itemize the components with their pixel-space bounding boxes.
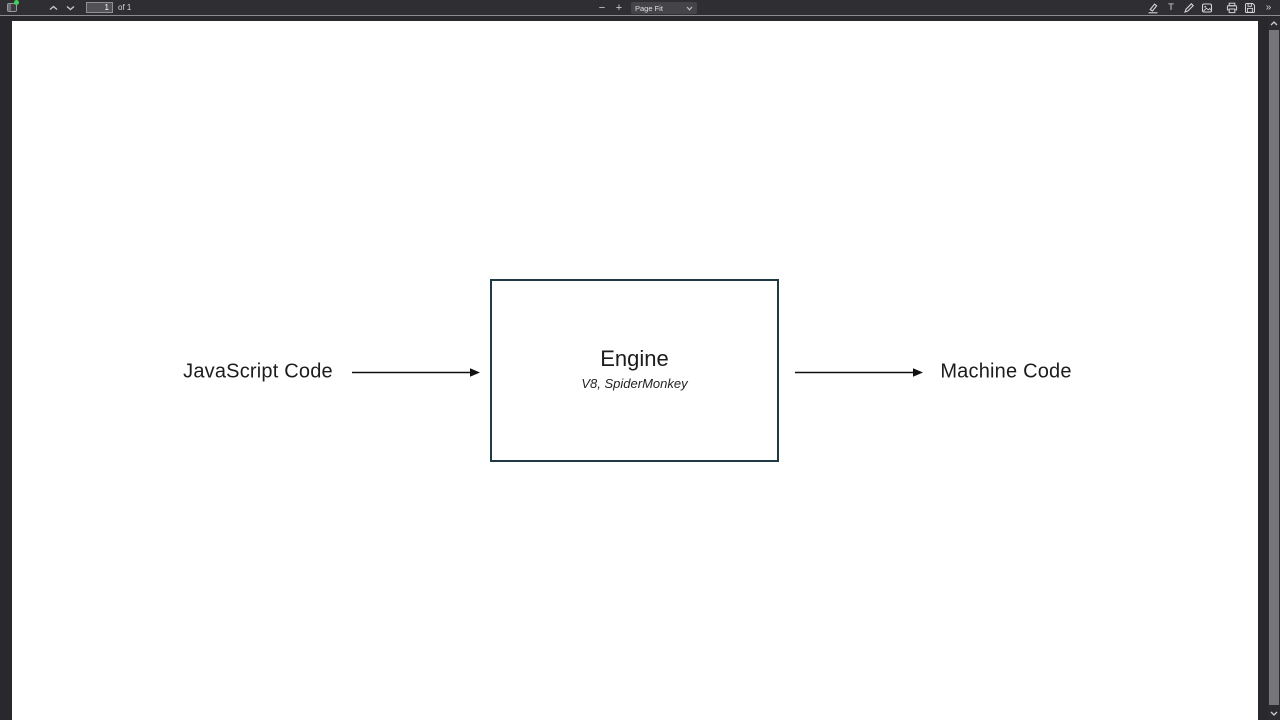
highlighter-icon xyxy=(1148,2,1158,13)
highlight-button[interactable] xyxy=(1146,1,1160,14)
sidebar-toggle-icon xyxy=(6,3,17,12)
pen-icon xyxy=(1184,2,1194,13)
pdf-viewer-area: JavaScript Code Engine V8, SpiderMonkey … xyxy=(0,17,1280,720)
toolbar-zoom-group: − + Page Fit xyxy=(597,0,697,16)
pdf-viewer-toolbar: of 1 − + Page Fit T xyxy=(0,0,1280,16)
zoom-out-button[interactable]: − xyxy=(598,1,606,14)
chevron-down-icon xyxy=(66,5,75,10)
chevron-down-icon xyxy=(1270,711,1278,716)
engine-title: Engine xyxy=(600,346,669,372)
add-image-button[interactable] xyxy=(1200,1,1214,14)
save-button[interactable] xyxy=(1243,1,1257,14)
page-number-input[interactable] xyxy=(86,2,113,13)
diagram-label-output: Machine Code xyxy=(940,360,1072,383)
diagram-label-source: JavaScript Code xyxy=(183,360,333,383)
chevron-up-icon xyxy=(1270,20,1278,25)
vertical-scrollbar[interactable] xyxy=(1268,17,1280,720)
zoom-in-button[interactable]: + xyxy=(615,1,623,14)
chevron-up-icon xyxy=(49,5,58,10)
arrow-right-icon xyxy=(795,368,923,377)
toolbar-left-group: of 1 xyxy=(0,0,131,15)
previous-page-button[interactable] xyxy=(47,1,60,14)
notification-dot xyxy=(14,0,19,5)
chevron-down-icon xyxy=(686,6,693,11)
scroll-up-button[interactable] xyxy=(1268,17,1280,29)
image-icon xyxy=(1201,2,1213,13)
print-button[interactable] xyxy=(1225,1,1239,14)
scroll-down-button[interactable] xyxy=(1268,707,1280,719)
double-chevron-right-icon: » xyxy=(1265,1,1271,13)
next-page-button[interactable] xyxy=(64,1,77,14)
arrow-right-icon xyxy=(352,368,480,377)
zoom-level-select[interactable]: Page Fit xyxy=(631,2,697,14)
text-tool-icon: T xyxy=(1168,1,1174,13)
sidebar-toggle-button[interactable] xyxy=(4,0,19,14)
pdf-page: JavaScript Code Engine V8, SpiderMonkey … xyxy=(12,21,1258,720)
toolbar-right-group: T xyxy=(1146,0,1280,15)
engine-node: Engine V8, SpiderMonkey xyxy=(490,279,779,462)
engine-subtitle: V8, SpiderMonkey xyxy=(581,375,688,391)
printer-icon xyxy=(1226,2,1238,13)
draw-button[interactable] xyxy=(1182,1,1196,14)
scrollbar-thumb[interactable] xyxy=(1269,30,1279,705)
zoom-level-value: Page Fit xyxy=(635,3,663,13)
page-navigation: of 1 xyxy=(47,1,131,14)
freetext-button[interactable]: T xyxy=(1164,1,1178,14)
more-tools-button[interactable]: » xyxy=(1261,1,1275,14)
floppy-disk-icon xyxy=(1245,2,1255,13)
page-count-label: of 1 xyxy=(118,3,132,12)
